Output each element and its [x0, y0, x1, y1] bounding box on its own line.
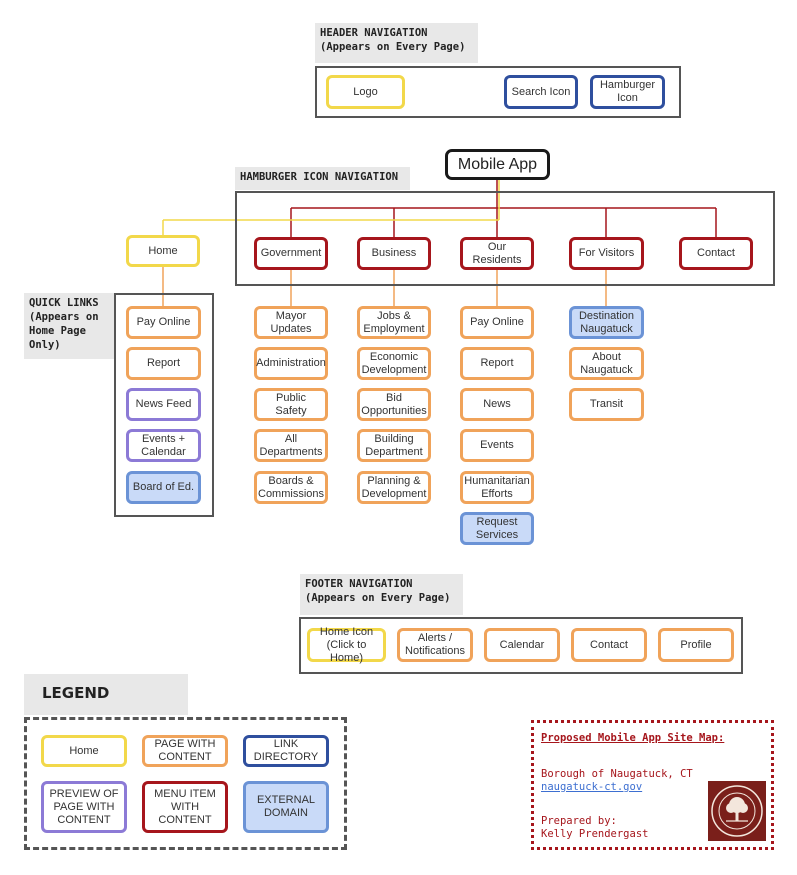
footer-profile: Profile — [658, 628, 734, 662]
credits-box: Proposed Mobile App Site Map: Borough of… — [531, 720, 774, 850]
for-visitors-node: For Visitors — [569, 237, 644, 270]
home-node: Home — [126, 235, 200, 267]
quick-link-board-of-ed: Board of Ed. — [126, 471, 201, 504]
header-navigation-box — [315, 66, 681, 118]
footer-navigation-box — [299, 617, 743, 674]
quick-links-label: QUICK LINKS (Appears on Home Page Only) — [24, 293, 115, 359]
header-navigation-label: HEADER NAVIGATION (Appears on Every Page… — [315, 23, 478, 63]
footer-navigation-label: FOOTER NAVIGATION (Appears on Every Page… — [300, 574, 463, 615]
res-news: News — [460, 388, 534, 421]
credits-prepared-label: Prepared by: — [541, 815, 617, 827]
quick-links-box — [114, 293, 214, 517]
contact-node: Contact — [679, 237, 753, 270]
logo-node: Logo — [326, 75, 405, 109]
footer-contact: Contact — [571, 628, 647, 662]
quick-link-pay-online: Pay Online — [126, 306, 201, 339]
government-node: Government — [254, 237, 328, 270]
legend-box — [24, 717, 347, 850]
gov-administration: Administration — [254, 347, 328, 380]
footer-home-icon: Home Icon(Click to Home) — [307, 626, 386, 664]
biz-jobs-employment: Jobs &Employment — [357, 306, 431, 339]
legend-home: Home — [41, 735, 127, 767]
credits-org: Borough of Naugatuck, CT — [541, 768, 693, 780]
footer-calendar: Calendar — [484, 628, 560, 662]
biz-planning-development: Planning &Development — [357, 471, 431, 504]
credits-title: Proposed Mobile App Site Map: — [541, 732, 725, 744]
search-icon-node: Search Icon — [504, 75, 578, 109]
gov-boards-commissions: Boards &Commissions — [254, 471, 328, 504]
res-events: Events — [460, 429, 534, 462]
gov-public-safety: Public Safety — [254, 388, 328, 421]
hamburger-navigation-label: HAMBURGER ICON NAVIGATION — [235, 167, 410, 190]
mobile-app-root-node: Mobile App — [445, 149, 550, 180]
quick-link-news-feed: News Feed — [126, 388, 201, 421]
credits-author: Kelly Prendergast — [541, 828, 649, 840]
res-report: Report — [460, 347, 534, 380]
borough-seal-icon — [708, 781, 766, 841]
legend-title: LEGEND — [24, 674, 188, 715]
credits-url-link[interactable]: naugatuck-ct.gov — [541, 781, 643, 793]
quick-link-report: Report — [126, 347, 201, 380]
business-node: Business — [357, 237, 431, 270]
our-residents-node: Our Residents — [460, 237, 534, 270]
footer-alerts-notifications: Alerts /Notifications — [397, 628, 473, 662]
hamburger-navigation-box — [235, 191, 775, 286]
vis-transit: Transit — [569, 388, 644, 421]
res-pay-online: Pay Online — [460, 306, 534, 339]
quick-link-events-calendar: Events +Calendar — [126, 429, 201, 462]
